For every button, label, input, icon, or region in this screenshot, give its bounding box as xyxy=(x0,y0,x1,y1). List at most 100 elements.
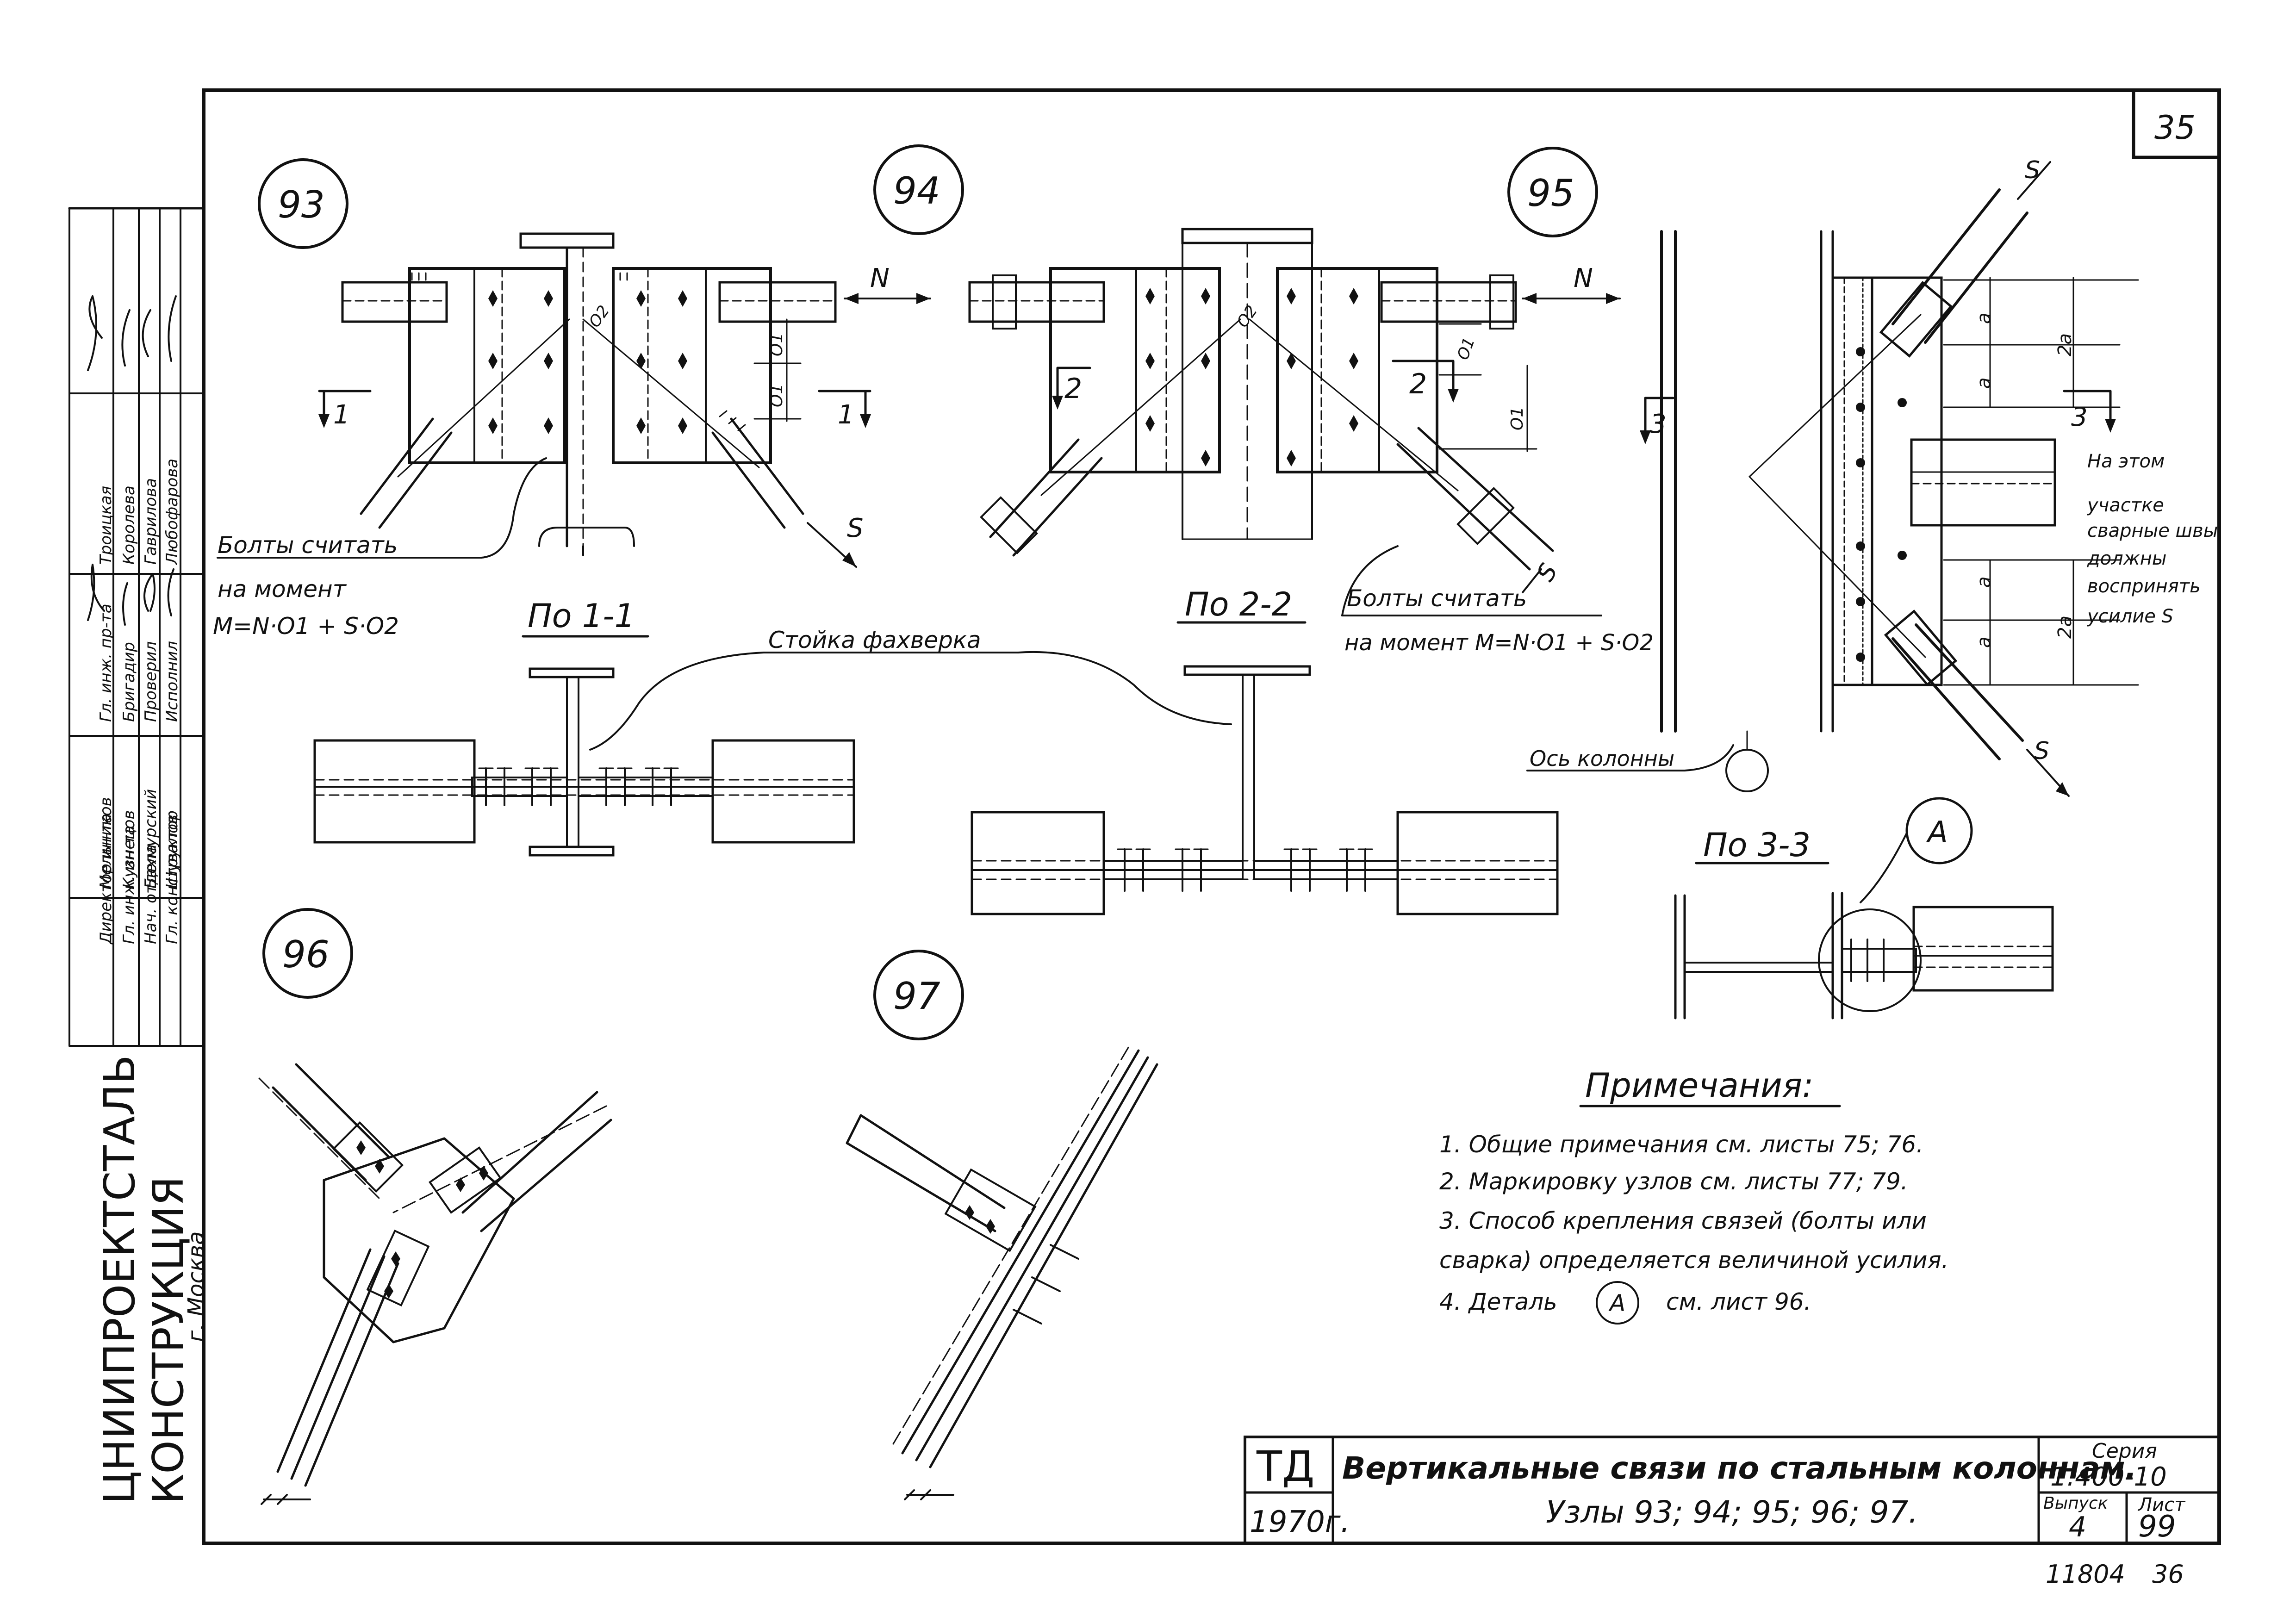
weld-note: На этом участке сварные швы должны воспр… xyxy=(2087,451,2218,627)
node-93-d2: O2 xyxy=(585,302,614,331)
stamp-name2-3: Гаврилова xyxy=(142,478,160,565)
title-line-1: Вертикальные связи по стальным колоннам. xyxy=(1342,1450,2137,1486)
note-1: 1. Общие примечания см. листы 75; 76. xyxy=(1439,1131,1923,1158)
sheet-frame xyxy=(202,88,2221,1545)
moment-formula-1: M=N·O1 + S·O2 xyxy=(213,613,399,640)
footer-code: 11804 xyxy=(2046,1560,2125,1589)
node-95: 95 S S a a a a 2 xyxy=(1507,147,2139,797)
node-95-bolts xyxy=(1856,347,1907,662)
node-95-badge xyxy=(1507,147,1598,237)
issue-value: 4 xyxy=(2069,1511,2086,1543)
weld-note-5: воспринять xyxy=(2087,576,2201,597)
note-4-detail-mark: А xyxy=(1608,1290,1625,1317)
node-94-S: S xyxy=(1531,559,1563,586)
stamp-name2-1: Троицкая xyxy=(97,486,115,565)
section-3-title: По 3-3 xyxy=(1703,826,1811,864)
stamp-role2-4: Исполнил xyxy=(163,641,181,722)
node-95-a4: a xyxy=(1973,636,1995,648)
node-96: 96 xyxy=(258,908,612,1505)
note-4: 4. Деталь xyxy=(1439,1288,1557,1315)
sheet-number: 35 xyxy=(2154,109,2196,147)
node-94-sec-left: 2 xyxy=(1064,373,1082,405)
node-94-badge xyxy=(873,144,964,235)
sheet-label: Лист xyxy=(2137,1494,2186,1516)
column-axis: Ось колонны xyxy=(1530,746,1674,771)
node-94-N: N xyxy=(1574,263,1593,293)
node-93-d1b: O1 xyxy=(767,384,786,407)
section-1-1: По 1-1 xyxy=(313,597,855,857)
note-4-ref: см. лист 96. xyxy=(1666,1288,1811,1315)
node-93-d1a: O1 xyxy=(767,333,786,356)
stamp-org-1: ЦНИИПРОЕКТСТАЛЬ xyxy=(95,1055,144,1504)
stamp-role2-2: Бригадир xyxy=(120,642,138,722)
node-94-d1b: O1 xyxy=(1508,407,1527,430)
stamp-name-1: Мельников xyxy=(97,797,115,889)
title-td: ТД xyxy=(1256,1443,1314,1491)
weld-note-3: сварные швы xyxy=(2087,520,2218,541)
node-95-S-bottom: S xyxy=(2034,737,2049,765)
node-95-a1: a xyxy=(1973,312,1995,324)
footer-page: 36 xyxy=(2152,1560,2184,1589)
weld-note-2: участке xyxy=(2087,495,2164,516)
stamp-role-1: Директор ин-та xyxy=(97,814,115,945)
moment-2: на момент M=N·O1 + S·O2 xyxy=(1344,630,1654,656)
title-year: 1970г. xyxy=(1250,1505,1350,1539)
weld-note-6: усилие S xyxy=(2087,606,2173,627)
node-95-2a-bottom: 2a xyxy=(2054,616,2076,639)
node-97-badge xyxy=(873,950,964,1040)
notes-title: Примечания: xyxy=(1585,1066,1813,1105)
weld-note-1: На этом xyxy=(2087,451,2165,472)
node-93-sec-left: 1 xyxy=(333,400,350,430)
node-95-label: 95 xyxy=(1527,172,1574,215)
bolts-calc-2: Болты считать xyxy=(1347,585,1527,612)
detail-A-circle xyxy=(1905,797,1973,864)
bolts-calc-1: Болты считать xyxy=(218,532,398,559)
sheet-number-box xyxy=(2132,88,2221,159)
node-97-label: 97 xyxy=(893,975,940,1018)
node-95-a3: a xyxy=(1973,576,1995,588)
note-4-detail-circle xyxy=(1596,1281,1639,1325)
left-stamp: Директор ин-та Гл. инж. ин-та Нач. отдел… xyxy=(68,207,209,1545)
node-95-2a-top: 2a xyxy=(2054,333,2076,356)
stamp-role2-3: Проверил xyxy=(142,641,160,722)
note-2: 2. Маркировку узлов см. листы 77; 79. xyxy=(1439,1168,1908,1195)
detail-A-label: А xyxy=(1926,815,1948,850)
stamp-org-3: г. Москва xyxy=(183,1231,209,1342)
node-93-N: N xyxy=(870,263,890,293)
node-95-S-top: S xyxy=(2025,156,2040,184)
post-label: Стойка фахверка xyxy=(768,627,981,653)
stamp-name-2: Кузнецов xyxy=(120,810,138,889)
node-96-label: 96 xyxy=(282,933,330,976)
section-2-2: По 2-2 xyxy=(971,585,1559,915)
node-93-badge xyxy=(258,158,348,249)
node-96-badge xyxy=(262,908,353,999)
section-1-title: По 1-1 xyxy=(528,597,635,635)
stamp-name-4: Шувалов xyxy=(163,815,181,889)
sheet-value: 99 xyxy=(2138,1510,2176,1544)
section-2-title: По 2-2 xyxy=(1185,585,1292,623)
weld-note-4: должны xyxy=(2087,548,2166,569)
node-94-bolts xyxy=(1145,288,1358,466)
issue-label: Выпуск xyxy=(2043,1494,2108,1513)
moment-1: на момент xyxy=(218,576,347,603)
stamp-name-3: Бахмурский xyxy=(142,789,160,889)
title-line-2: Узлы 93; 94; 95; 96; 97. xyxy=(1546,1494,1918,1530)
stamp-org-2: КОНСТРУКЦИЯ xyxy=(143,1176,193,1504)
stamp-name2-2: Королева xyxy=(120,485,138,565)
node-94-sec-right: 2 xyxy=(1409,368,1427,400)
series-label: Серия xyxy=(2092,1439,2157,1463)
node-95-sec-left: 3 xyxy=(1650,409,1667,439)
stamp-role-2: Гл. инж. ин-та xyxy=(120,826,138,944)
notes: Примечания: 1. Общие примечания см. лист… xyxy=(1439,1066,1948,1325)
series-value: 1.400-10 xyxy=(2050,1462,2167,1492)
node-93: 93 N xyxy=(258,158,931,568)
node-94-d1a: O1 xyxy=(1454,335,1479,362)
stamp-role2-1: Гл. инж. пр-та xyxy=(97,603,115,722)
node-93-S: S xyxy=(847,513,864,543)
node-95-sec-right: 3 xyxy=(2071,402,2088,432)
note-3-cont: сварка) определяется величиной усилия. xyxy=(1439,1247,1948,1274)
note-3: 3. Способ крепления связей (болты или xyxy=(1439,1207,1927,1234)
node-94-label: 94 xyxy=(893,169,940,212)
stamp-role-4: Гл. конструктор xyxy=(163,810,181,944)
